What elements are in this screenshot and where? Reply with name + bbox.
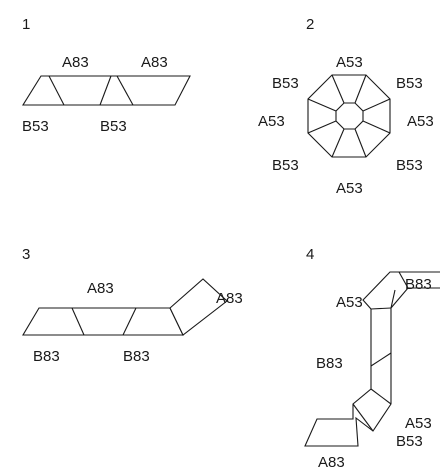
panel-4: 4 A53 B83 B83 A53 B53 A83	[304, 246, 440, 470]
inner-octagon	[335, 102, 364, 130]
fold-line	[354, 128, 367, 158]
tile-label: B53	[272, 75, 299, 92]
tile-label: A53	[258, 113, 285, 130]
tile-label: A83	[216, 290, 243, 307]
fold-line	[99, 75, 112, 106]
fold-line	[307, 98, 337, 112]
fold-line	[362, 98, 391, 112]
panel-number: 1	[22, 16, 30, 33]
strip-outline	[22, 75, 191, 106]
fold-line	[398, 271, 409, 289]
tile-label: B83	[123, 348, 150, 365]
tile-label: B83	[33, 348, 60, 365]
fold-line	[362, 120, 391, 134]
fold-line	[354, 74, 367, 104]
tile-label: B53	[22, 118, 49, 135]
tile-label: B53	[100, 118, 127, 135]
fold-line	[370, 388, 392, 405]
panel-number: 3	[22, 246, 30, 263]
fold-line	[390, 289, 396, 309]
tile-label: A53	[336, 294, 363, 311]
tile-label: A83	[318, 454, 345, 470]
tile-label: A53	[405, 415, 432, 432]
angled-tile	[169, 278, 228, 336]
panel-2: 2 A53 B53 B53 A53 A53 B53 B53 A53	[258, 16, 434, 197]
snake-strip-outline	[304, 271, 440, 447]
fold-line	[48, 75, 65, 106]
tile-label: A83	[62, 54, 89, 71]
panel-number: 4	[306, 246, 314, 263]
tile-label: A53	[336, 180, 363, 197]
panel-number: 2	[306, 16, 314, 33]
panel-1: 1 A83 A83 B53 B53	[22, 16, 191, 135]
fold-line	[352, 403, 374, 432]
fold-line	[370, 307, 392, 310]
tile-label: B53	[396, 157, 423, 174]
panel-3: 3 A83 A83 B83 B83	[22, 246, 243, 365]
tile-label: A83	[87, 280, 114, 297]
fold-line	[331, 128, 345, 158]
fold-line	[307, 120, 337, 134]
fold-line	[331, 74, 345, 104]
tile-label: B53	[396, 433, 423, 450]
tile-label: B83	[316, 355, 343, 372]
fold-line	[116, 75, 134, 106]
fold-line	[370, 352, 392, 367]
tile-label: A53	[336, 54, 363, 71]
fold-line	[71, 307, 85, 336]
tile-label: B53	[396, 75, 423, 92]
tile-label: A53	[407, 113, 434, 130]
strip-outline	[22, 307, 184, 336]
fold-line	[122, 307, 137, 336]
tile-label: A83	[141, 54, 168, 71]
tile-label: B83	[405, 276, 432, 293]
tile-label: B53	[272, 157, 299, 174]
